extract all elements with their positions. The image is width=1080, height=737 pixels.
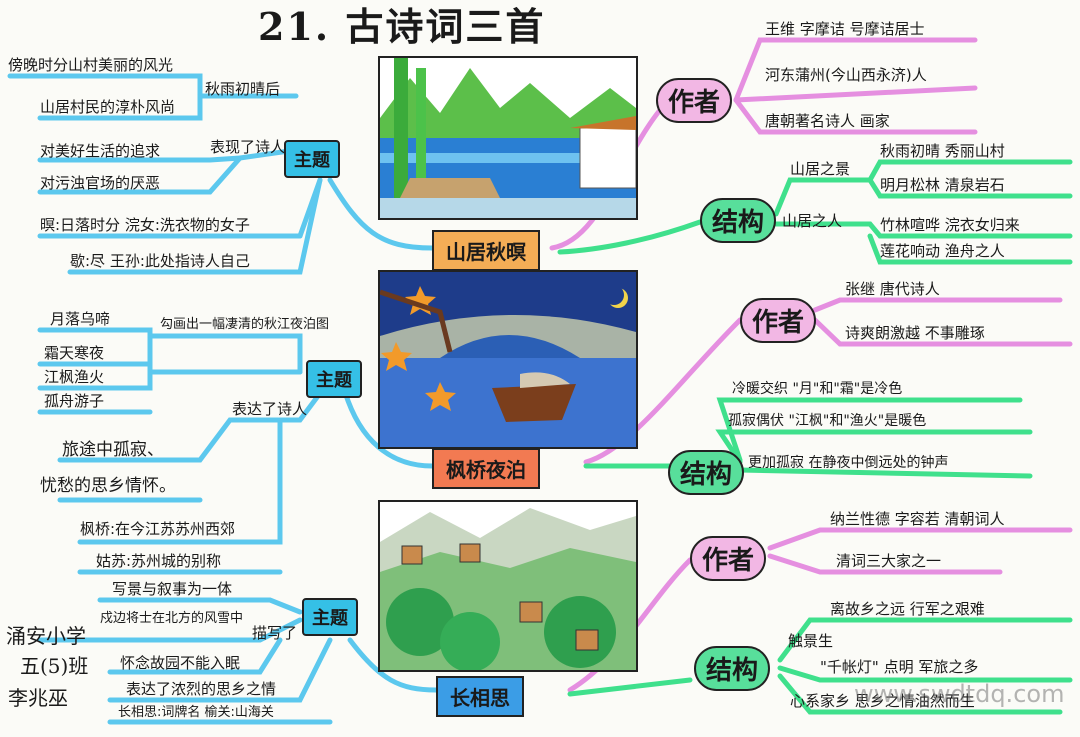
poem1-structure-scene-label: 山居之景	[790, 160, 851, 178]
poem1-theme-scene2: 山居村民的淳朴风尚	[40, 98, 176, 116]
poem2-theme-image2: 霜天寒夜	[44, 344, 105, 362]
poem3-structure-item3: 心系家乡 思乡之情油然而生	[790, 692, 975, 710]
poem2-author-hub: 作者	[740, 298, 817, 343]
poem1-theme-scene1: 傍晚时分山村美丽的风光	[8, 56, 174, 74]
poem1-theme-hub: 主题	[284, 140, 340, 178]
landscape-painting-mountain-house	[378, 56, 638, 220]
poem1-structure-hub: 结构	[700, 198, 777, 243]
poem2-structure-line1: 冷暖交织 "月"和"霜"是冷色	[732, 381, 903, 397]
poem3-structure-hub: 结构	[694, 646, 771, 691]
poem2-theme-express2: 忧愁的思乡情怀。	[40, 476, 176, 496]
poem1-theme-express2: 对污浊官场的厌恶	[40, 174, 161, 192]
poem1-theme-scene-head: 秋雨初晴后	[205, 80, 281, 98]
poem3-theme-express1: 怀念故园不能入眠	[120, 654, 241, 672]
poem2-author-line2: 诗爽朗激越 不事雕琢	[845, 324, 985, 342]
poem3-author-line1: 纳兰性德 字容若 清朝词人	[830, 510, 1005, 528]
poem2-theme-express1: 旅途中孤寂、	[62, 440, 164, 460]
poem3-theme-describe: 戍边将士在北方的风雪中	[100, 611, 244, 626]
poem1-structure-people-item2: 莲花响动 渔舟之人	[880, 242, 1005, 260]
poem3-structure-lead: 触景生	[788, 632, 834, 650]
poem3-theme-express2: 表达了浓烈的思乡之情	[126, 680, 277, 698]
poem2-theme-express-head: 表达了诗人	[232, 400, 308, 418]
poem3-author-line2: 清词三大家之一	[836, 552, 942, 570]
poem1-author-hub: 作者	[656, 78, 733, 123]
poem3-structure-item2: "千帐灯" 点明 军旅之多	[820, 658, 979, 676]
poem1-title: 山居秋暝	[432, 230, 540, 271]
page-title: 21. 古诗词三首	[258, 4, 546, 49]
signature-school: 涌安小学	[6, 624, 86, 648]
poem3-structure-item1: 离故乡之远 行军之艰难	[830, 600, 985, 618]
poem2-author-line1: 张继 唐代诗人	[845, 280, 940, 298]
poem3-theme-describe-head: 描写了	[252, 624, 298, 642]
poem1-theme-note1: 暝:日落时分 浣女:洗衣物的女子	[40, 216, 250, 234]
poem1-structure-scene-item1: 秋雨初晴 秀丽山村	[880, 142, 1005, 160]
poem2-theme-note2: 姑苏:苏州城的别称	[96, 552, 222, 570]
poem2-theme-hub: 主题	[306, 360, 362, 398]
poem2-structure-hub: 结构	[668, 450, 745, 495]
poem2-theme-note1: 枫桥:在今江苏苏州西郊	[80, 520, 236, 538]
poem3-theme-note: 长相思:词牌名 榆关:山海关	[118, 705, 274, 720]
poem2-title: 枫桥夜泊	[432, 448, 540, 489]
signature-class: 五(5)班	[20, 654, 89, 678]
poem1-structure-scene-item2: 明月松林 清泉岩石	[880, 176, 1005, 194]
poem1-structure-people-item1: 竹林喧哗 浣衣女归来	[880, 216, 1020, 234]
poem3-title: 长相思	[436, 676, 524, 717]
signature-name: 李兆巫	[8, 686, 68, 710]
poem1-theme-express-head: 表现了诗人	[210, 138, 286, 156]
night-bridge-painting	[378, 270, 638, 449]
mountain-village-painting	[378, 500, 638, 672]
site-watermark: www.swdtdq.com	[854, 680, 1065, 708]
poem3-theme-combo: 写景与叙事为一体	[112, 580, 233, 598]
poem3-author-hub: 作者	[690, 536, 767, 581]
poem2-theme-picture: 勾画出一幅凄清的秋江夜泊图	[160, 317, 330, 332]
poem2-theme-image1: 月落乌啼	[50, 310, 111, 328]
poem1-author-line1: 王维 字摩诘 号摩诘居士	[765, 20, 925, 38]
poem3-theme-hub: 主题	[302, 598, 358, 636]
poem1-theme-express1: 对美好生活的追求	[40, 142, 161, 160]
poem1-author-line3: 唐朝著名诗人 画家	[765, 112, 890, 130]
poem2-structure-line3: 更加孤寂 在静夜中倒远处的钟声	[748, 455, 949, 471]
poem1-theme-note2: 歇:尽 王孙:此处指诗人自己	[70, 252, 250, 270]
poem1-structure-people-label: 山居之人	[782, 212, 843, 230]
poem1-author-line2: 河东蒲州(今山西永济)人	[765, 66, 927, 84]
poem2-theme-image3: 江枫渔火	[44, 368, 105, 386]
poem2-structure-line2: 孤寂偶伏 "江枫"和"渔火"是暖色	[728, 413, 927, 429]
poem2-theme-image4: 孤舟游子	[44, 392, 105, 410]
